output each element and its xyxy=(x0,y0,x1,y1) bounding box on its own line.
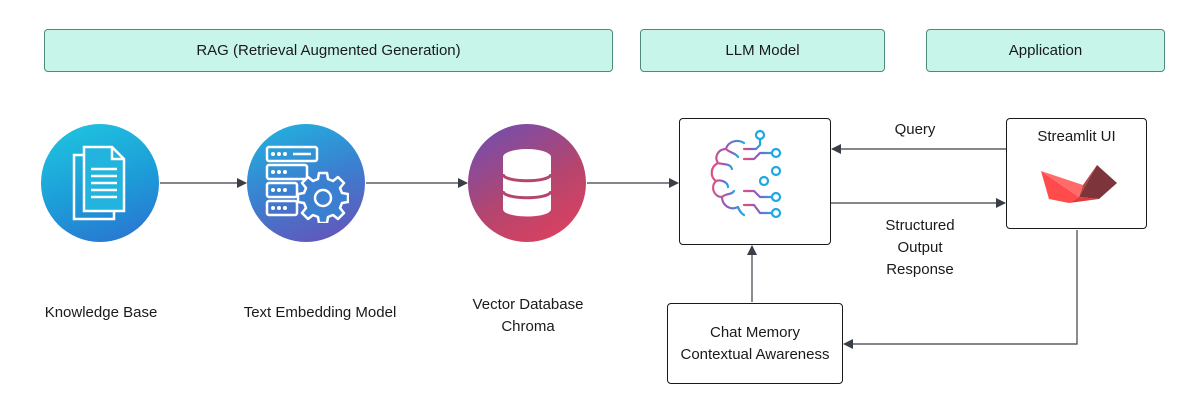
streamlit-logo-icon xyxy=(1041,165,1117,203)
knowledge-base-label: Knowledge Base xyxy=(44,304,158,321)
vector-database-label-line2: Chroma xyxy=(501,318,555,335)
knowledge-base-node xyxy=(41,124,159,242)
stage-app-label: Application xyxy=(1008,42,1083,59)
brain-circuit-icon xyxy=(710,129,782,219)
streamlit-ui-node: Streamlit UI xyxy=(1006,118,1147,229)
query-edge-label: Query xyxy=(894,121,936,138)
vector-database-node xyxy=(468,124,586,242)
stage-llm-label: LLM Model xyxy=(725,42,800,59)
chat-memory-node: Chat Memory Contextual Awareness xyxy=(667,303,843,384)
documents-icon xyxy=(72,145,126,221)
database-icon xyxy=(501,149,553,217)
stage-app-header: Application xyxy=(926,29,1165,72)
stage-rag-header: RAG (Retrieval Augmented Generation) xyxy=(44,29,613,72)
vector-database-label: Vector Database Chroma xyxy=(455,294,601,338)
output-edge-label: Structured Output Response xyxy=(870,215,970,281)
output-edge-label-line3: Response xyxy=(886,261,954,278)
output-edge-label-line1: Structured xyxy=(885,217,955,234)
stage-rag-label: RAG (Retrieval Augmented Generation) xyxy=(196,42,461,59)
server-gear-icon xyxy=(265,145,349,223)
embedding-model-label: Text Embedding Model xyxy=(243,304,397,321)
chat-memory-label-line2: Contextual Awareness xyxy=(680,345,830,363)
stage-llm-header: LLM Model xyxy=(640,29,885,72)
embedding-model-node xyxy=(247,124,365,242)
llm-model-node xyxy=(679,118,831,245)
vector-database-label-line1: Vector Database xyxy=(472,296,584,313)
streamlit-ui-label: Streamlit UI xyxy=(1037,128,1116,145)
chat-memory-label-line1: Chat Memory xyxy=(709,323,801,341)
output-edge-label-line2: Output xyxy=(897,239,943,256)
